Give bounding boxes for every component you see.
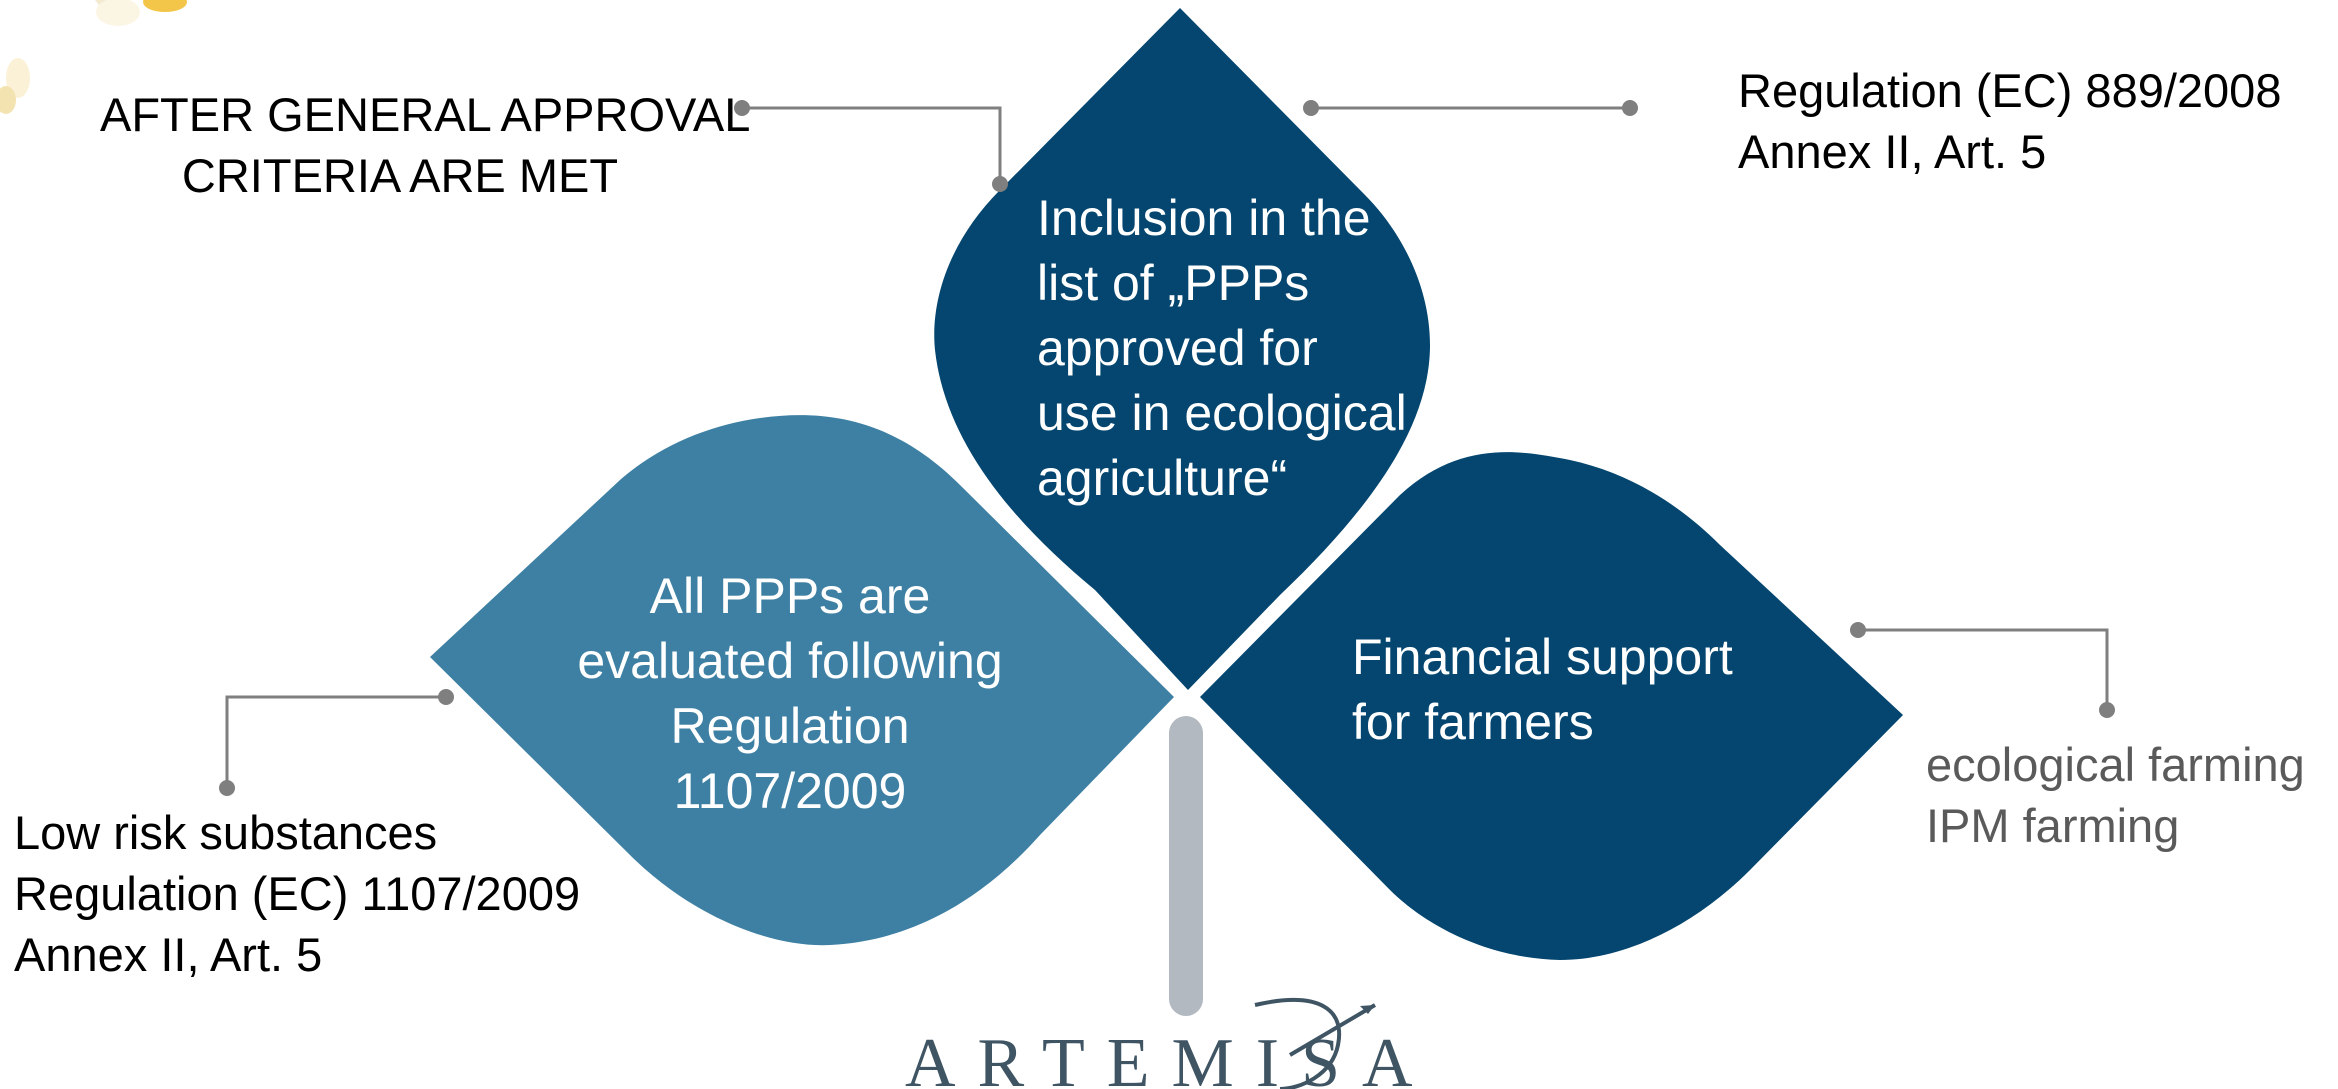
text-line: Regulation (EC) 1107/2009 (14, 867, 581, 921)
label-top-right: Regulation (EC) 889/2008 Annex II, Art. … (1738, 60, 2281, 182)
text-line: Annex II, Art. 5 (14, 928, 323, 982)
text-line: approved for (1037, 320, 1318, 376)
connector-bottom-left (225, 695, 446, 788)
connector-bottom-right (1858, 628, 2109, 710)
logo-text: ARTEMISA (905, 1025, 1435, 1089)
text-line: Regulation (EC) 889/2008 (1738, 64, 2282, 117)
text-line: IPM farming (1926, 799, 2180, 853)
text-line: Financial support (1352, 629, 1733, 685)
text-line: Regulation (670, 698, 910, 754)
petal-right-text: Financial support for farmers (1352, 625, 1733, 755)
petal-left (430, 415, 1174, 946)
text-line: CRITERIA ARE MET (181, 149, 619, 203)
text-line: for farmers (1352, 694, 1594, 750)
text-line: ecological farming (1926, 738, 2305, 791)
decorative-flower-icon (0, 0, 187, 114)
connector-top-left (742, 106, 1002, 184)
label-bottom-right: ecological farming IPM farming (1926, 734, 2305, 856)
label-top-left: AFTER GENERAL APPROVAL CRITERIA ARE MET (100, 84, 751, 206)
petal-left-text: All PPPs are evaluated following Regulat… (570, 564, 1010, 824)
label-bottom-left: Low risk substances Regulation (EC) 1107… (14, 802, 580, 985)
text-line: Annex II, Art. 5 (1738, 125, 2047, 179)
petal-top (934, 8, 1430, 690)
text-line: Inclusion in the (1037, 190, 1371, 246)
artemisa-logo-mark (1254, 998, 1377, 1089)
stem (1169, 716, 1203, 1016)
text-line: use in ecological (1037, 385, 1407, 441)
petal-top-text: Inclusion in the list of „PPPs approved … (1037, 186, 1407, 511)
petal-right (1200, 452, 1903, 960)
connector-lines (225, 106, 2109, 788)
text-line: agriculture“ (1037, 450, 1288, 506)
text-line: AFTER GENERAL APPROVAL (100, 88, 751, 141)
text-line: Low risk substances (14, 806, 438, 859)
text-line: All PPPs are (649, 568, 931, 624)
text-line: evaluated following (577, 633, 1003, 689)
text-line: 1107/2009 (673, 763, 907, 819)
text-line: list of „PPPs (1037, 255, 1310, 311)
connector-dots (219, 100, 2115, 796)
